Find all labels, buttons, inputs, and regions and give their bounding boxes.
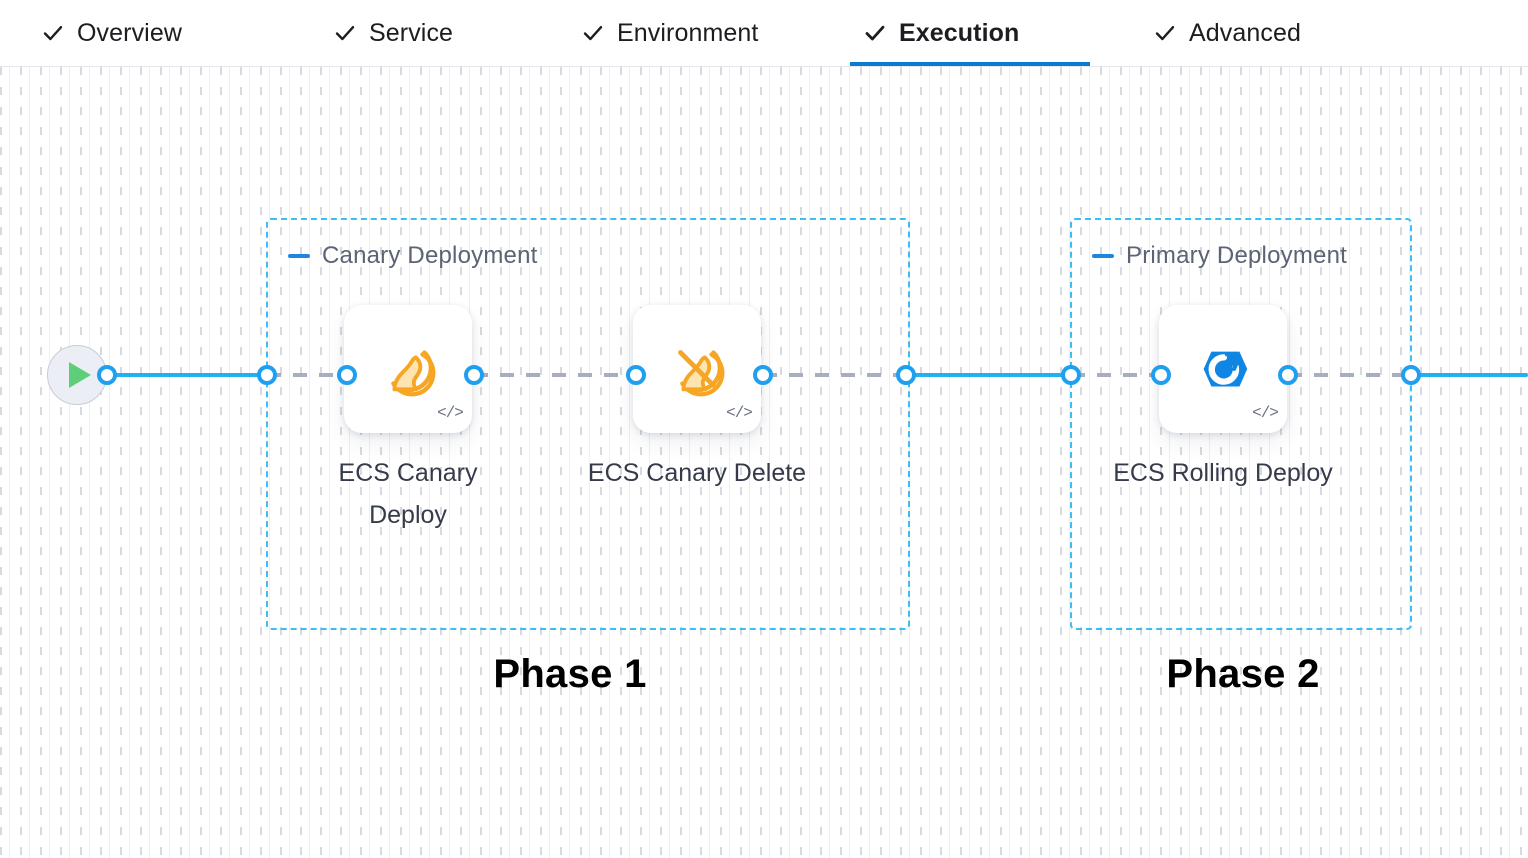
- primary-group-output-port[interactable]: [1401, 365, 1421, 385]
- rail-group-in-to-rolling: [1071, 373, 1161, 377]
- rail-start-to-canary-group: [107, 373, 267, 377]
- wizard-tab-bar: Overview Service Environment Execution A…: [0, 0, 1528, 67]
- phase-caption-2: Phase 2: [1166, 652, 1320, 696]
- primary-group-input-port[interactable]: [1061, 365, 1081, 385]
- tab-overview-label: Overview: [77, 18, 182, 47]
- canary-deploy-icon: [377, 338, 439, 400]
- tab-service[interactable]: Service: [320, 0, 498, 66]
- rail-canary-to-primary: [906, 373, 1071, 377]
- phase-caption-1: Phase 1: [493, 652, 647, 696]
- code-icon[interactable]: </>: [437, 404, 464, 422]
- canary-deploy-output-port[interactable]: [464, 365, 484, 385]
- rail-primary-group-exit: [1411, 373, 1528, 377]
- play-icon: [69, 362, 91, 388]
- rail-delete-to-group-out: [763, 373, 906, 377]
- tab-execution-label: Execution: [899, 18, 1020, 47]
- code-icon[interactable]: </>: [726, 404, 753, 422]
- node-ecs-canary-deploy[interactable]: </>: [344, 305, 472, 433]
- tab-advanced-label: Advanced: [1189, 18, 1301, 47]
- node-label-ecs-canary-delete: ECS Canary Delete: [587, 459, 807, 487]
- node-ecs-rolling-deploy[interactable]: </>: [1159, 305, 1287, 433]
- canary-group-output-port[interactable]: [896, 365, 916, 385]
- node-label-ecs-rolling-deploy: ECS Rolling Deploy: [1113, 459, 1333, 487]
- check-icon: [42, 22, 64, 44]
- check-icon: [1154, 22, 1176, 44]
- pipeline-canvas[interactable]: Canary Deployment Primary Deployment: [0, 67, 1528, 858]
- tab-advanced[interactable]: Advanced: [1140, 0, 1358, 66]
- check-icon: [864, 22, 886, 44]
- node-label-ecs-canary-deploy: ECS Canary Deploy: [338, 459, 478, 529]
- rolling-deploy-input-port[interactable]: [1151, 365, 1171, 385]
- group-header-primary: Primary Deployment: [1092, 242, 1347, 270]
- tab-service-label: Service: [369, 18, 454, 47]
- canary-group-input-port[interactable]: [257, 365, 277, 385]
- check-icon: [582, 22, 604, 44]
- canary-deploy-input-port[interactable]: [337, 365, 357, 385]
- canary-delete-output-port[interactable]: [753, 365, 773, 385]
- rolling-deploy-output-port[interactable]: [1278, 365, 1298, 385]
- rail-rolling-to-group-out: [1288, 373, 1411, 377]
- group-header-canary: Canary Deployment: [288, 242, 538, 270]
- tab-overview[interactable]: Overview: [28, 0, 238, 66]
- rail-deploy-to-delete: [474, 373, 636, 377]
- tab-execution[interactable]: Execution: [850, 0, 1090, 66]
- canary-delete-icon: [666, 338, 728, 400]
- node-ecs-canary-delete[interactable]: </>: [633, 305, 761, 433]
- canary-delete-input-port[interactable]: [626, 365, 646, 385]
- rolling-deploy-icon: [1192, 338, 1254, 400]
- collapse-minus-icon[interactable]: [288, 254, 310, 258]
- group-title-canary: Canary Deployment: [322, 242, 538, 269]
- start-output-port[interactable]: [97, 365, 117, 385]
- tab-environment[interactable]: Environment: [568, 0, 818, 66]
- group-title-primary: Primary Deployment: [1126, 242, 1347, 269]
- check-icon: [334, 22, 356, 44]
- tab-environment-label: Environment: [617, 18, 759, 47]
- rail-group-in-to-deploy: [267, 373, 347, 377]
- code-icon[interactable]: </>: [1252, 404, 1279, 422]
- collapse-minus-icon[interactable]: [1092, 254, 1114, 258]
